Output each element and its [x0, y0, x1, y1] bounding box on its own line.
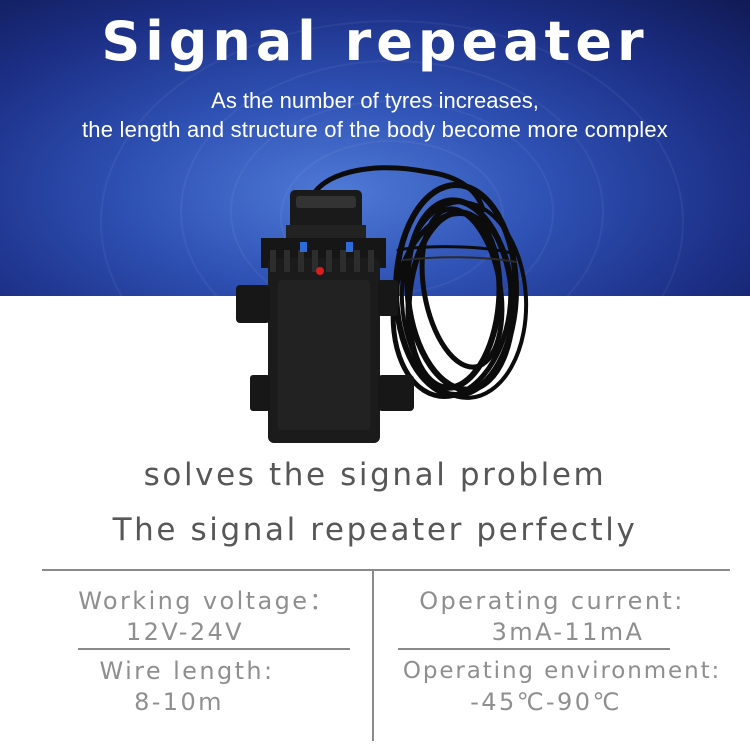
red-led	[316, 267, 324, 275]
subtitle-line-2: the length and structure of the body bec…	[82, 117, 668, 142]
tagline-line-1: solves the signal problem	[143, 457, 607, 493]
wire-length-value: 8-10m	[134, 688, 224, 716]
spec-table-center-divider	[372, 571, 374, 741]
blue-tab-right	[346, 242, 353, 252]
page-title: Signal repeater	[101, 10, 649, 73]
operating-environment-value: -45℃-90℃	[470, 688, 622, 716]
working-voltage-value: 12V-24V	[126, 618, 244, 646]
repeater-body	[236, 238, 414, 443]
spec-divider-right	[398, 648, 670, 650]
spec-table-top-border	[42, 569, 730, 571]
signal-repeater-image	[236, 165, 529, 443]
working-voltage-label: Working voltage：	[78, 587, 336, 615]
operating-current-label: Operating current:	[419, 587, 685, 615]
operating-environment-label: Operating environment:	[402, 658, 722, 684]
spec-divider-left	[78, 648, 350, 650]
connector-plug	[286, 190, 366, 241]
tagline-line-2: The signal repeater perfectly	[112, 512, 638, 548]
operating-current-value: 3mA-11mA	[491, 618, 645, 646]
subtitle-line-1: As the number of tyres increases,	[211, 88, 539, 113]
blue-tab-left	[300, 242, 307, 252]
wire-length-label: Wire length:	[99, 657, 275, 685]
cable-coil	[310, 165, 529, 400]
